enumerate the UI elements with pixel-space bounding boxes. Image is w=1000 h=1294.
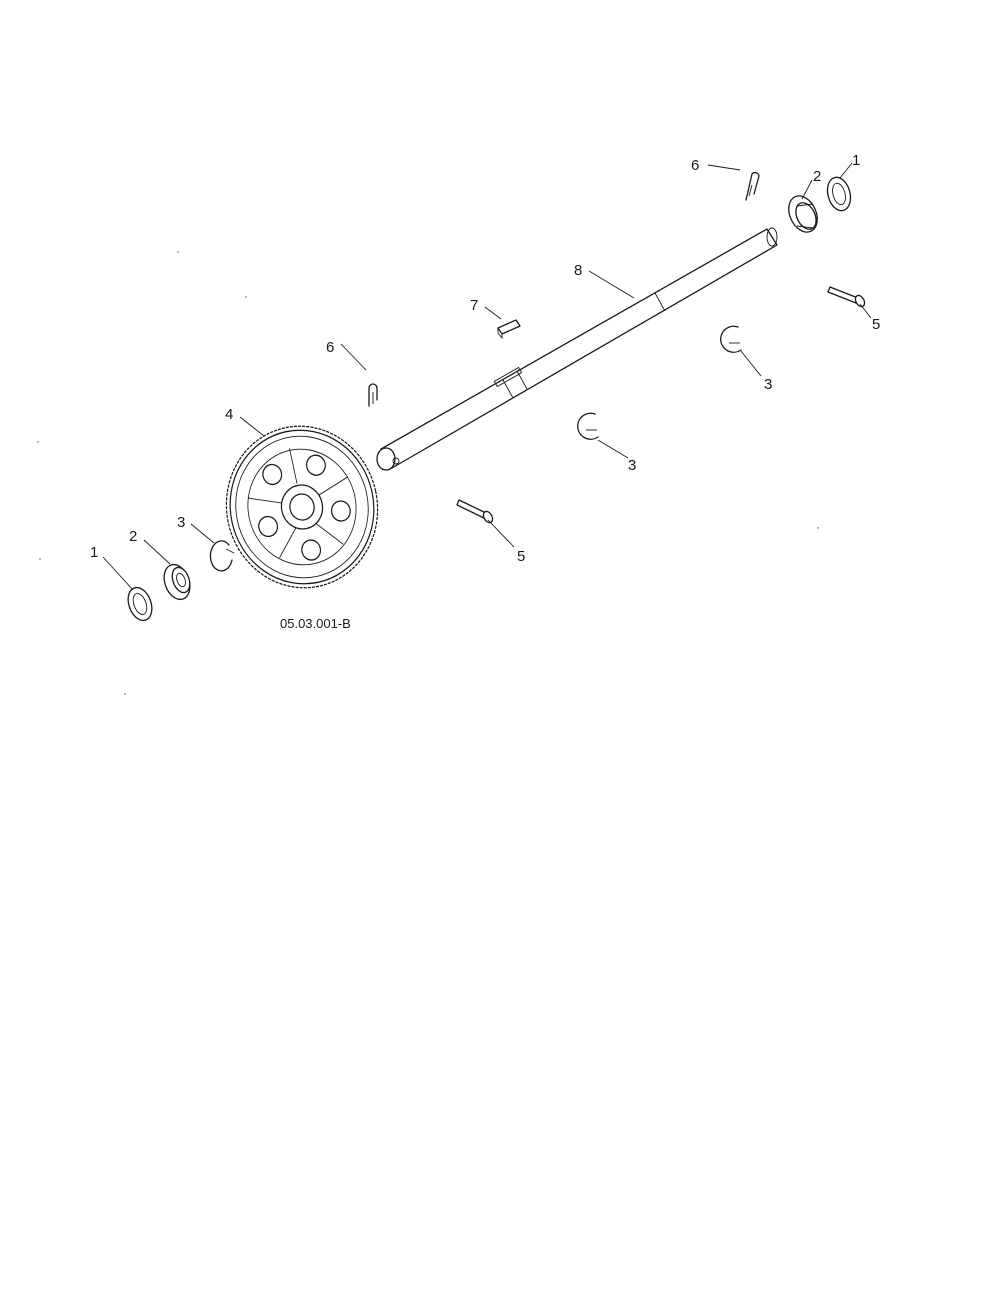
callout-6-left: 6 [326, 339, 334, 356]
callout-5-lower: 5 [517, 548, 525, 565]
callout-2-right: 2 [813, 168, 821, 185]
callout-labels: 1 2 3 4 5 3 6 7 8 3 5 6 2 1 [90, 152, 880, 565]
callout-2-left: 2 [129, 528, 137, 545]
callout-5-right: 5 [872, 316, 880, 333]
callout-8: 8 [574, 262, 582, 279]
bushing-right-part [788, 195, 818, 233]
bushing-left-part [163, 563, 191, 601]
eclip-right-part [720, 325, 742, 353]
callout-1-right: 1 [852, 152, 860, 169]
washer-right-part [826, 176, 852, 212]
gear-part [225, 425, 379, 589]
callout-1-left: 1 [90, 544, 98, 561]
callout-3-left: 3 [177, 514, 185, 531]
shaft-part [376, 227, 778, 471]
cotter-pin-right-part [745, 171, 760, 201]
scan-specks [37, 251, 819, 695]
cotter-pin-left-part [368, 383, 378, 407]
eclip-mid-part [577, 412, 599, 440]
diagram-reference-code: 05.03.001-B [280, 616, 351, 631]
callout-3-mid: 3 [628, 457, 636, 474]
key-part [497, 319, 521, 340]
pin-lower-part [456, 499, 494, 524]
leader-lines [102, 162, 872, 591]
eclip-left-part [209, 540, 235, 572]
callout-7: 7 [470, 297, 478, 314]
callout-3-right: 3 [764, 376, 772, 393]
callout-4: 4 [225, 406, 233, 423]
washer-left-part [127, 586, 153, 622]
callout-6-right: 6 [691, 157, 699, 174]
pin-right-part [827, 286, 866, 308]
